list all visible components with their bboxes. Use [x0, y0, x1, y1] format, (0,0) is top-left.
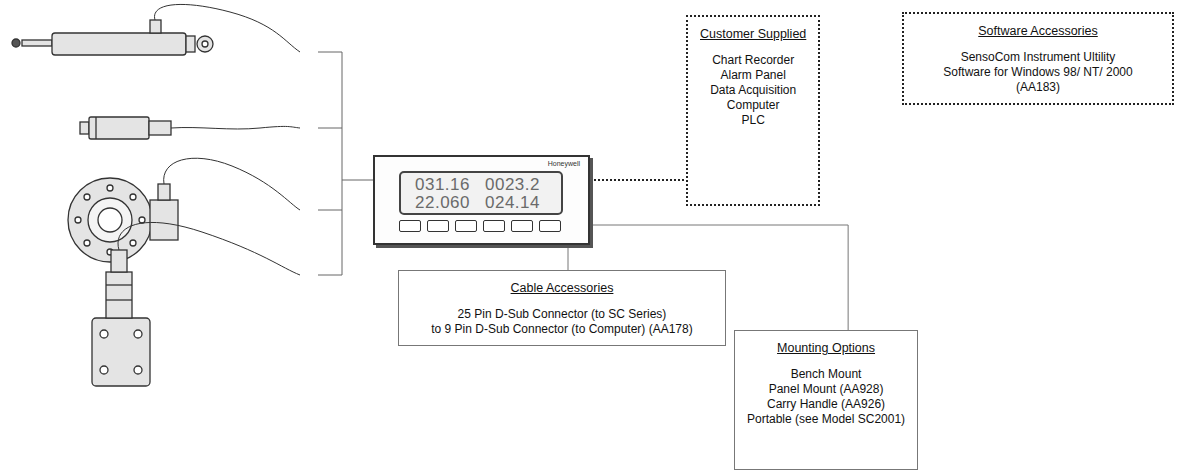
box-heading: Cable Accessories [411, 281, 713, 296]
box-heading: Software Accessories [916, 24, 1160, 39]
pressure-transducer [80, 117, 300, 139]
box-item: Data Acquisition [700, 83, 806, 98]
meter-button [483, 220, 505, 232]
software-box: Software AccessoriesSensoCom Instrument … [902, 12, 1174, 105]
connector [568, 245, 569, 270]
box-item: Chart Recorder [700, 53, 806, 68]
customer-box: Customer SuppliedChart RecorderAlarm Pan… [686, 15, 820, 206]
display-reading: 22.060 [415, 194, 470, 212]
display-reading: 0023.2 [485, 176, 540, 194]
display-reading: 031.16 [415, 176, 470, 194]
meter-button [399, 220, 421, 232]
box-item: Panel Mount (AA928) [747, 382, 905, 397]
box-item: Software for Windows 98/ NT/ 2000 [916, 65, 1160, 80]
box-item: Carry Handle (AA926) [747, 397, 905, 412]
box-heading: Customer Supplied [700, 27, 806, 42]
meter-display: 031.16 0023.2 22.060 024.14 Honeywell [373, 155, 590, 245]
mounting-box: Mounting OptionsBench MountPanel Mount (… [734, 330, 918, 470]
sensor-bracket [318, 52, 373, 275]
box-item: Portable (see Model SC2001) [747, 412, 905, 427]
meter-button [455, 220, 477, 232]
meter-button [427, 220, 449, 232]
lvdt-sensor [12, 4, 300, 55]
meter-button [511, 220, 533, 232]
box-heading: Mounting Options [747, 341, 905, 356]
display-reading: 024.14 [485, 194, 540, 212]
box-item: to 9 Pin D-Sub Connector (to Computer) (… [411, 322, 713, 337]
torque-sensor [68, 158, 300, 262]
cable-box: Cable Accessories 25 Pin D-Sub Connector … [398, 270, 726, 346]
box-item: Alarm Panel [700, 68, 806, 83]
lcd-window: 031.16 0023.2 22.060 024.14 [399, 171, 563, 215]
box-item: Computer [700, 98, 806, 113]
box-item: PLC [700, 113, 806, 128]
load-cell [92, 222, 300, 386]
box-item: 25 Pin D-Sub Connector (to SC Series) [411, 307, 713, 322]
box-item: Bench Mount [747, 367, 905, 382]
meter-button [539, 220, 561, 232]
brand-logo: Honeywell [548, 160, 580, 168]
connector [590, 179, 686, 181]
box-item: SensoCom Instrument Ultility [916, 50, 1160, 65]
box-item: (AA183) [916, 80, 1160, 95]
